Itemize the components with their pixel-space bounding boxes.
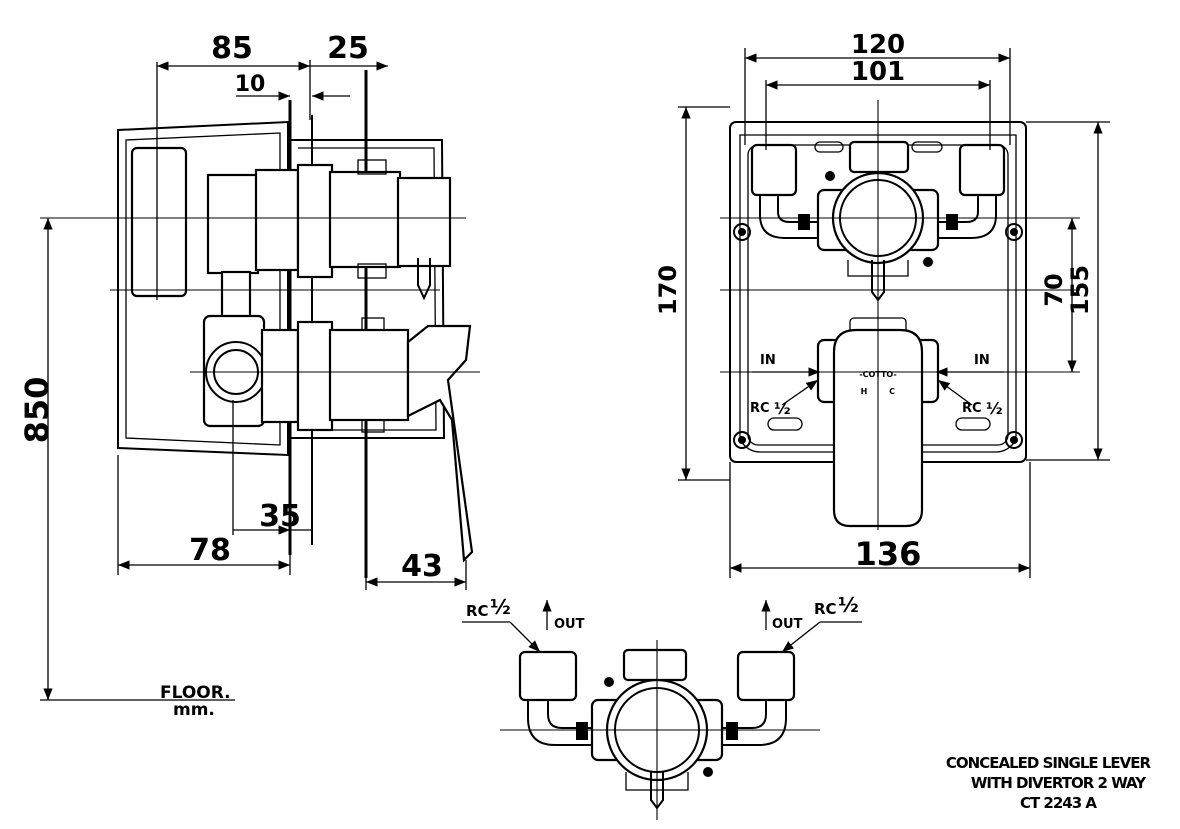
rc-fraction-bottom-right: ½ (838, 593, 859, 617)
front-view: -COTTO- H C 120 101 170 70 (654, 30, 1110, 578)
hot-mark: H (861, 387, 868, 396)
title-line-1: CONCEALED SINGLE LEVER (946, 754, 1152, 772)
rc-label-bottom-right: RC (814, 600, 837, 618)
out-label-right: OUT (772, 617, 803, 632)
rc-fraction-left: ½ (774, 399, 791, 418)
dim-78: 78 (189, 533, 231, 568)
dim-85: 85 (211, 31, 253, 66)
dim-136: 136 (855, 535, 922, 573)
rc-fraction-right: ½ (986, 399, 1003, 418)
dim-35: 35 (259, 499, 301, 534)
rc-label-right: RC (962, 401, 982, 416)
side-view: 85 25 10 850 35 78 43 FLOOR. mm. (18, 31, 480, 720)
rc-label-left: RC (750, 401, 770, 416)
title-line-3: CT 2243 A (1020, 794, 1097, 812)
dim-120: 120 (851, 30, 905, 60)
rc-fraction-bottom-left: ½ (490, 595, 511, 619)
cold-mark: C (889, 387, 895, 396)
dim-850: 850 (18, 377, 56, 444)
out-label-left: OUT (554, 617, 585, 632)
bottom-view: RC ½ OUT OUT RC ½ (462, 593, 862, 820)
dim-101: 101 (851, 57, 905, 87)
dim-43: 43 (401, 549, 443, 584)
dim-25: 25 (327, 31, 369, 66)
dim-155: 155 (1066, 265, 1094, 315)
in-label-left: IN (760, 353, 776, 368)
dim-170: 170 (654, 265, 682, 315)
dim-10: 10 (235, 72, 266, 97)
dim-70: 70 (1040, 273, 1068, 306)
title-line-2: WITH DIVERTOR 2 WAY (971, 774, 1147, 792)
in-label-right: IN (974, 353, 990, 368)
floor-unit-label: mm. (173, 700, 215, 720)
title-block: CONCEALED SINGLE LEVER WITH DIVERTOR 2 W… (946, 754, 1153, 812)
rc-label-bottom-left: RC (466, 602, 489, 620)
floor-label: FLOOR. (160, 683, 231, 703)
